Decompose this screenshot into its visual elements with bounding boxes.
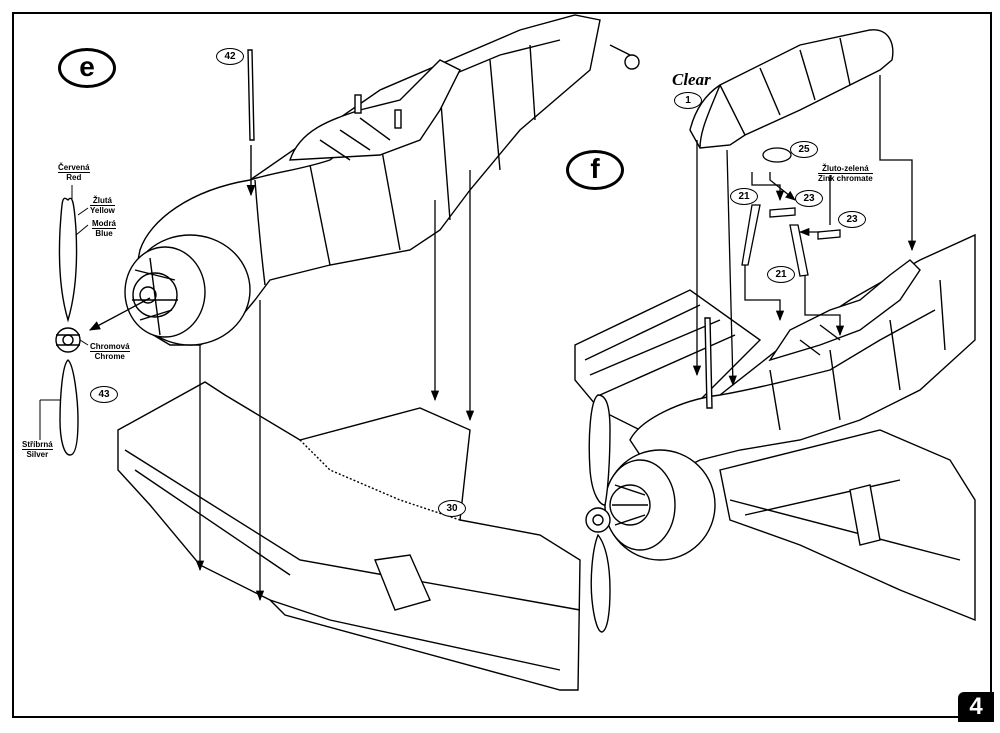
wing-e xyxy=(117,381,581,691)
assembly-arrows-f xyxy=(692,75,917,387)
page-border xyxy=(12,12,992,718)
part-number-21: 21 xyxy=(730,188,758,205)
step-e-fuselage xyxy=(117,14,640,691)
propeller-e xyxy=(55,197,81,456)
step-marker-f: f xyxy=(566,150,624,190)
antenna-e xyxy=(246,49,256,197)
clear-label: Clear xyxy=(672,70,711,89)
small-parts-f xyxy=(741,147,841,277)
canopy-f xyxy=(689,29,894,149)
step-marker-e: e xyxy=(58,48,116,88)
wing-f-right xyxy=(719,429,976,622)
part-number-23: 23 xyxy=(795,190,823,207)
part-number-25: 25 xyxy=(790,141,818,158)
part-number-21: 21 xyxy=(767,266,795,283)
part-number-43: 43 xyxy=(90,386,118,403)
part-number-1: 1 xyxy=(674,92,702,109)
part-number-30: 30 xyxy=(438,500,466,517)
page-number: 4 xyxy=(958,692,994,722)
arrow-prop-e xyxy=(89,297,151,331)
part-number-42: 42 xyxy=(216,48,244,65)
assembly-arrows-e xyxy=(195,170,475,602)
part-number-23: 23 xyxy=(838,211,866,228)
step-f-fuselage xyxy=(574,233,976,633)
